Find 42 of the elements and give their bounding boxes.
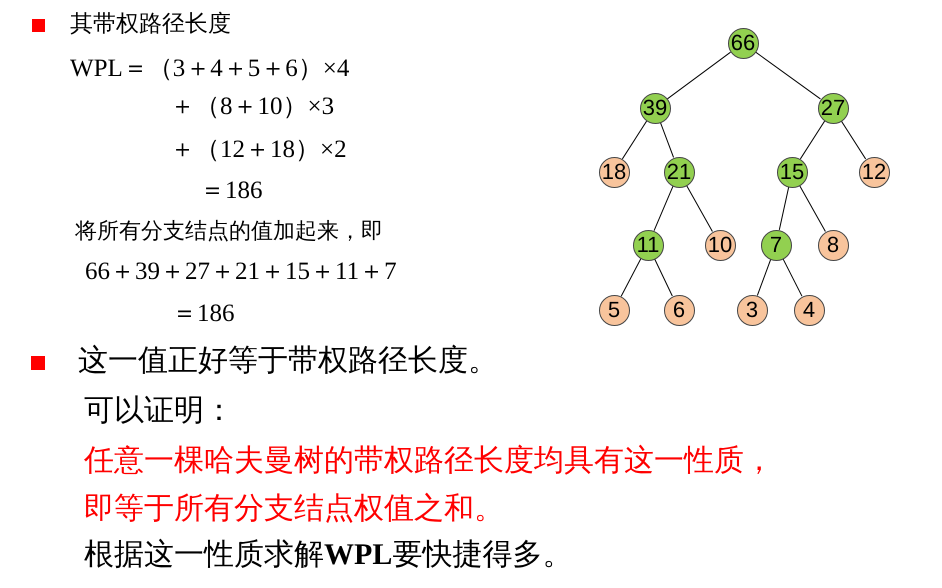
tree-edge bbox=[666, 52, 732, 100]
text-line: 任意一棵哈夫曼树的带权路径长度均具有这一性质， bbox=[84, 446, 774, 476]
tree-edge bbox=[755, 52, 821, 100]
branch-node: 27 bbox=[818, 92, 848, 124]
text-line: 这一值正好等于带权路径长度。 bbox=[78, 346, 498, 376]
text-line: ＝186 bbox=[172, 301, 234, 326]
tree-edge bbox=[622, 120, 648, 160]
leaf-node: 8 bbox=[818, 230, 848, 260]
leaf-node: 5 bbox=[598, 294, 630, 326]
tree-edge bbox=[782, 258, 802, 297]
tree-edge bbox=[686, 185, 713, 232]
tree-edge bbox=[756, 259, 772, 296]
text-line: ＋（12＋18）×2 bbox=[170, 137, 347, 162]
leaf-node: 18 bbox=[598, 156, 630, 188]
tree-edge bbox=[840, 120, 866, 160]
branch-node: 11 bbox=[632, 230, 664, 260]
branch-node: 21 bbox=[664, 156, 694, 188]
tree-edge bbox=[620, 258, 642, 297]
tree-edge bbox=[654, 258, 673, 296]
tree-edge bbox=[660, 122, 674, 158]
branch-node: 15 bbox=[776, 156, 808, 188]
leaf-node: 3 bbox=[736, 294, 768, 326]
text-line: 其带权路径长度 bbox=[70, 12, 231, 36]
tree-edge bbox=[654, 186, 674, 232]
leaf-node: 6 bbox=[664, 294, 694, 326]
leaf-node: 4 bbox=[794, 294, 824, 326]
text-line: 将所有分支结点的值加起来，即 bbox=[75, 220, 383, 242]
branch-node: 7 bbox=[760, 230, 792, 260]
branch-node: 66 bbox=[728, 28, 758, 58]
leaf-node: 12 bbox=[858, 156, 890, 188]
text-line: 66＋39＋27＋21＋15＋11＋7 bbox=[85, 259, 397, 284]
tree-edge bbox=[778, 186, 790, 230]
text-line: 根据这一性质求解WPL要快捷得多。 bbox=[84, 540, 572, 570]
text-line: WPL＝（3＋4＋5＋6）×4 bbox=[70, 56, 350, 82]
tree-edge bbox=[799, 185, 826, 232]
text-line: ＝186 bbox=[200, 178, 262, 204]
text-line: ＋（8＋10）×3 bbox=[170, 94, 334, 120]
text-line: 可以证明： bbox=[84, 396, 234, 426]
leaf-node: 10 bbox=[704, 230, 736, 260]
branch-node: 39 bbox=[640, 92, 670, 124]
tree-edge bbox=[800, 120, 826, 160]
text-line: 即等于所有分支结点权值之和。 bbox=[84, 494, 504, 524]
